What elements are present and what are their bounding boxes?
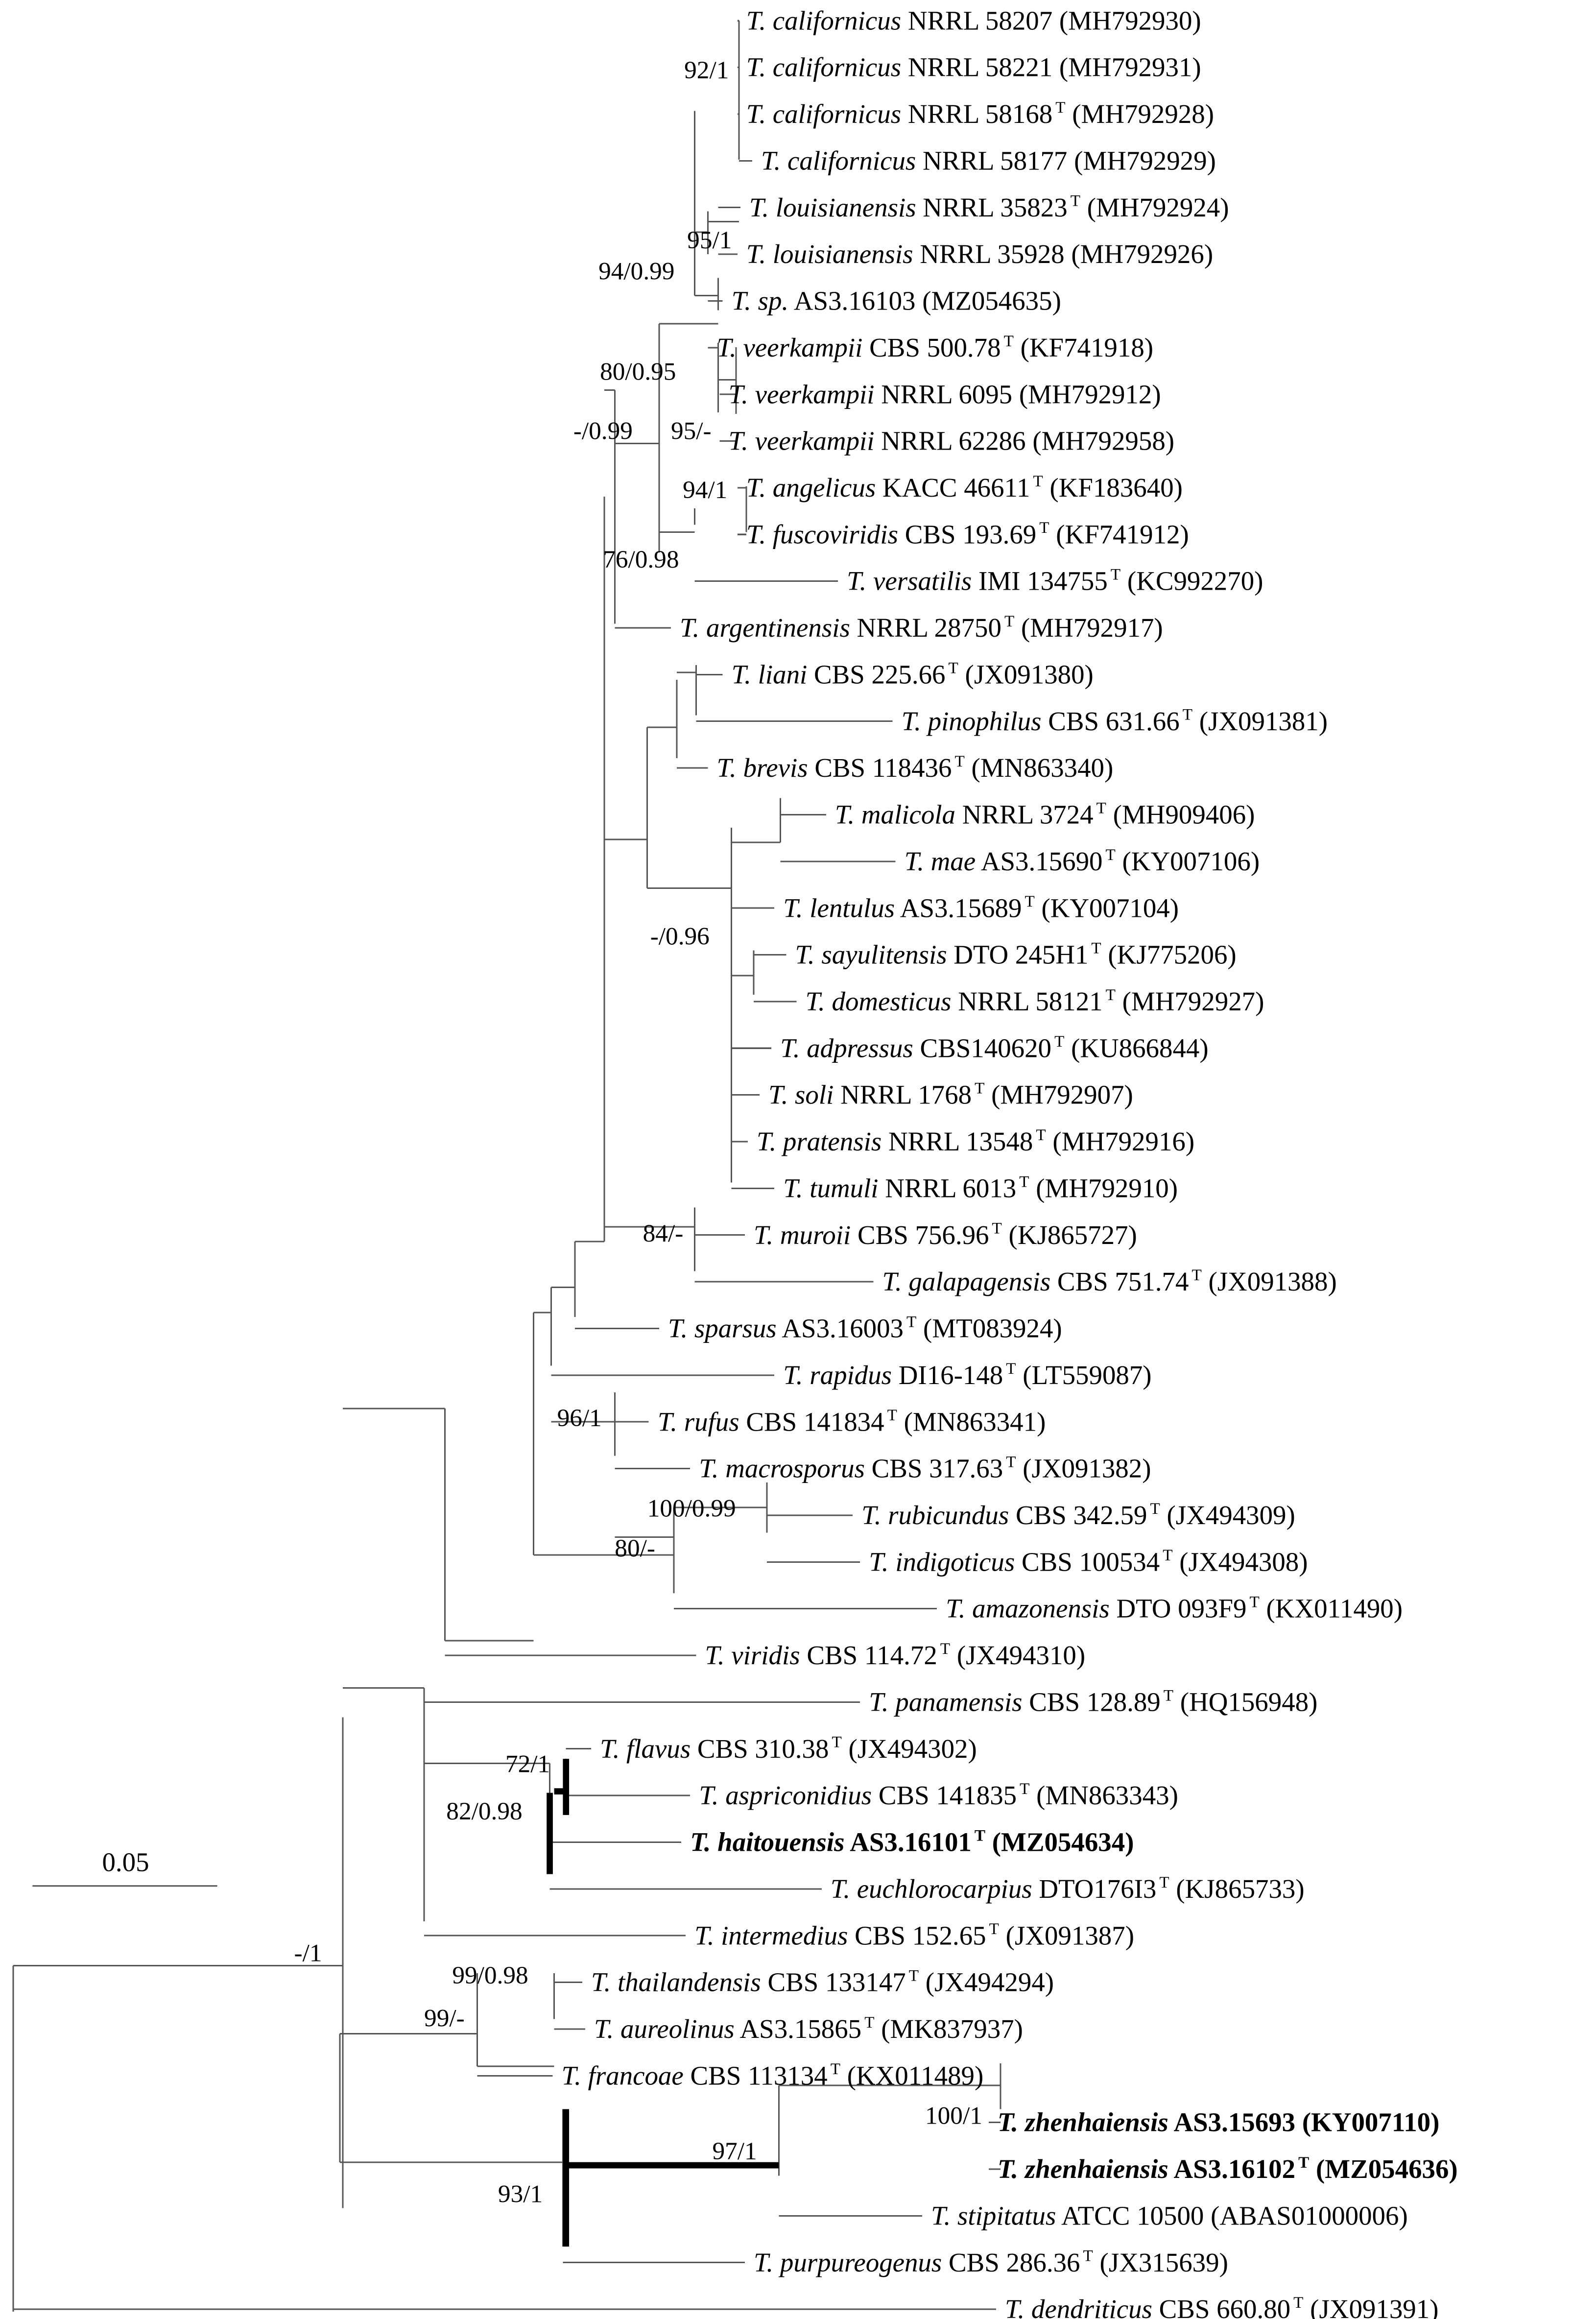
tip-label: T. veerkampii NRRL 6095 (MH792912): [729, 379, 1161, 409]
tree-branches: [12, 20, 1001, 2312]
support-value: 97/1: [712, 2137, 757, 2165]
support-value: 80/0.95: [600, 358, 676, 386]
support-value: 93/1: [498, 2180, 543, 2208]
tip-labels: T. californicus NRRL 58207 (MH792930) T. …: [562, 5, 1458, 2319]
support-value: -/1: [294, 1939, 322, 1967]
tip-label: T. californicus NRRL 58177 (MH792929): [761, 145, 1216, 175]
highlighted-branches: [547, 1759, 779, 2247]
support-value: 95/1: [687, 226, 732, 254]
support-value: 76/0.98: [603, 546, 679, 574]
support-value: 99/-: [424, 2004, 465, 2032]
support-value: -/0.99: [573, 417, 633, 445]
scale-bar: 0.05: [32, 1847, 217, 1887]
tip-label: T. stipitatus ATCC 10500 (ABAS01000006): [931, 2200, 1408, 2230]
support-value: 94/0.99: [598, 257, 674, 285]
tip-label: T. veerkampii NRRL 62286 (MH792958): [729, 426, 1174, 456]
tip-label: T. sp. AS3.16103 (MZ054635): [732, 286, 1061, 316]
support-value: -/0.96: [650, 922, 710, 950]
support-value: 100/0.99: [647, 1494, 736, 1522]
scale-bar-label: 0.05: [102, 1847, 149, 1877]
tip-label: T. californicus NRRL 58221 (MH792931): [746, 52, 1201, 82]
tip-label: T. louisianensis NRRL 35928 (MH792926): [746, 239, 1213, 269]
support-value: 94/1: [683, 476, 727, 504]
support-value: 95/-: [671, 417, 712, 445]
support-value: 100/1: [925, 2102, 982, 2130]
support-value: 82/0.98: [446, 1797, 522, 1825]
support-value: 80/-: [615, 1534, 655, 1562]
support-value: 99/0.98: [452, 1961, 528, 1989]
tip-label: T. californicus NRRL 58207 (MH792930): [746, 5, 1201, 35]
support-value: 96/1: [557, 1404, 602, 1432]
support-value: 92/1: [684, 56, 729, 84]
support-value: 84/-: [643, 1219, 684, 1247]
support-values: 92/1 95/1 94/0.99 80/0.95 -/0.99 95/- 94/1 76/0…: [294, 56, 982, 2208]
tip-label: T. zhenhaiensis AS3.15693 (KY007110): [998, 2107, 1440, 2137]
support-value: 72/1: [505, 1750, 550, 1778]
